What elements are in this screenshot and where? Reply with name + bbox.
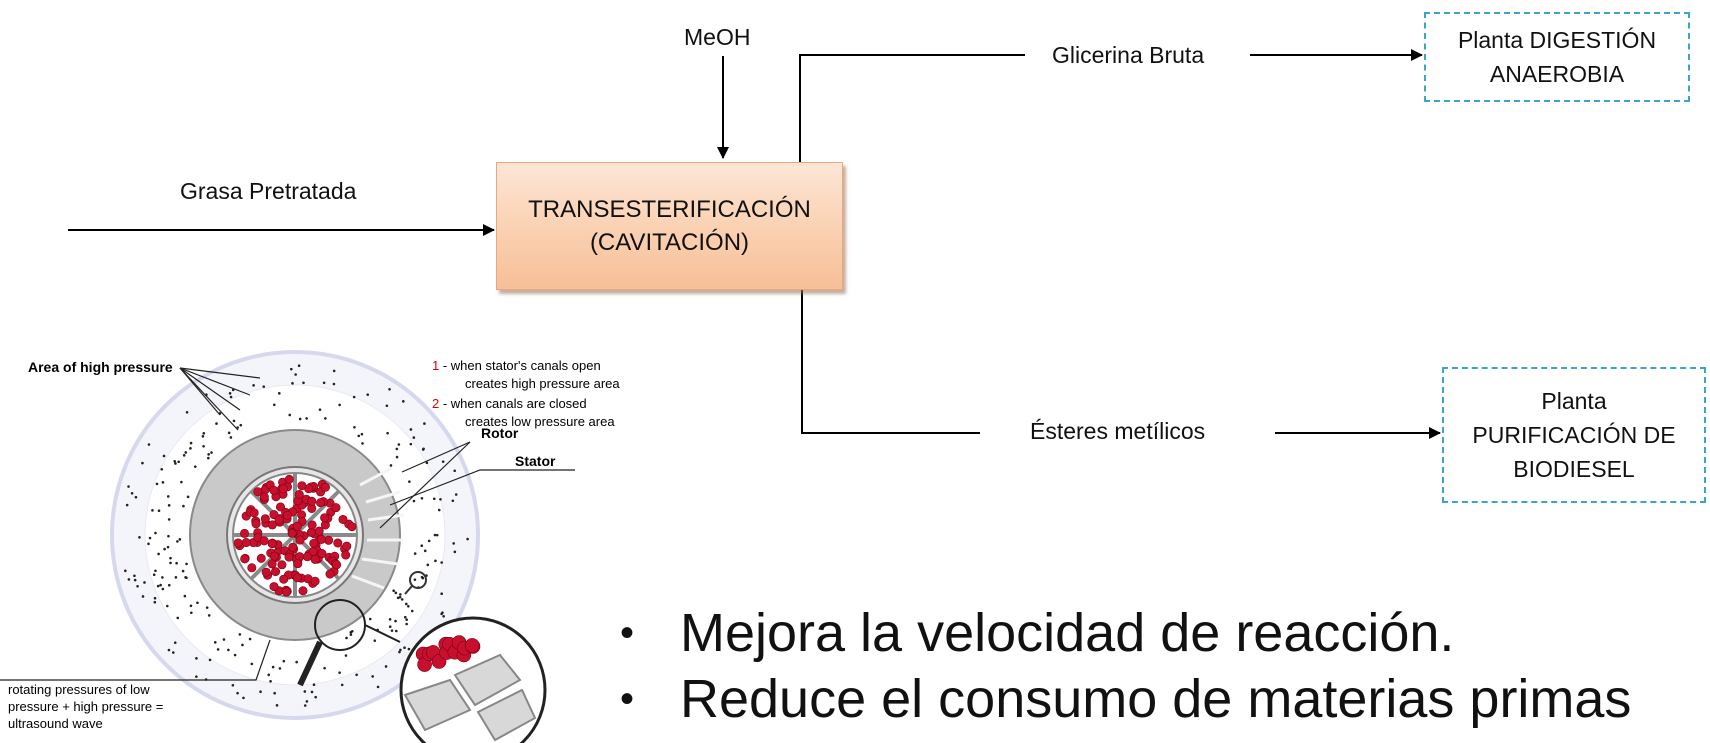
svg-text:1 - when stator's canals open: 1 - when stator's canals open (432, 358, 601, 373)
magnifier-icon (409, 571, 427, 589)
svg-text:2 - when canals are closed: 2 - when canals are closed (432, 396, 587, 411)
area-high-pressure-label: Area of high pressure (28, 359, 173, 375)
benefits-list: • Mejora la velocidad de reacción. • Red… (620, 600, 1631, 732)
wave-note-line3: ultrasound wave (8, 716, 103, 731)
cavitation-rotor-stator-illustration: Area of high pressure Rotor Stator 1 - w… (0, 350, 620, 743)
glycerin-label: Glicerina Bruta (1052, 42, 1205, 68)
note1-line1: - when stator's canals open (439, 358, 600, 373)
process-subtitle: (CAVITACIÓN) (589, 229, 750, 256)
note2-line2: creates low pressure area (465, 414, 615, 429)
rotor-label: Rotor (481, 425, 519, 441)
digestion-line2: ANAEROBIA (1489, 61, 1625, 87)
bullet-text: Reduce el consumo de materias primas (680, 669, 1632, 729)
bullet-dot-icon: • (620, 677, 635, 721)
digestion-plant-box: Planta DIGESTIÓN ANAEROBIA (1424, 12, 1690, 102)
digestion-line1: Planta DIGESTIÓN (1457, 27, 1657, 53)
purification-plant-box: Planta PURIFICACIÓN DE BIODIESEL (1442, 367, 1706, 503)
stator-canals (351, 466, 405, 590)
note2-line1: - when canals are closed (439, 396, 586, 411)
wave-note-line1: rotating pressures of low (8, 682, 150, 697)
wave-note-line2: pressure + high pressure = (8, 699, 163, 714)
bullet-dot-icon: • (620, 611, 635, 655)
purification-line3: BIODIESEL (1513, 456, 1635, 482)
transesterification-process-box: TRANSESTERIFICACIÓN (CAVITACIÓN) (496, 162, 843, 290)
note1-number: 1 (432, 358, 439, 373)
feed-label: Grasa Pretratada (180, 178, 357, 204)
process-title: TRANSESTERIFICACIÓN (528, 196, 811, 223)
purification-line2: PURIFICACIÓN DE (1472, 422, 1676, 448)
note2-number: 2 (432, 396, 439, 411)
esters-line (801, 290, 980, 434)
esters-label: Ésteres metílicos (1030, 418, 1206, 444)
meoh-label: MeOH (684, 24, 751, 50)
note1-line2: creates high pressure area (465, 376, 620, 391)
stator-label: Stator (515, 453, 556, 469)
bullet-item: • Mejora la velocidad de reacción. (620, 600, 1631, 666)
purification-line1: Planta (1541, 388, 1607, 414)
bullet-text: Mejora la velocidad de reacción. (680, 603, 1455, 663)
bullet-item: • Reduce el consumo de materias primas (620, 666, 1631, 732)
glycerin-line (799, 54, 1025, 162)
reactant-particles (233, 474, 357, 597)
